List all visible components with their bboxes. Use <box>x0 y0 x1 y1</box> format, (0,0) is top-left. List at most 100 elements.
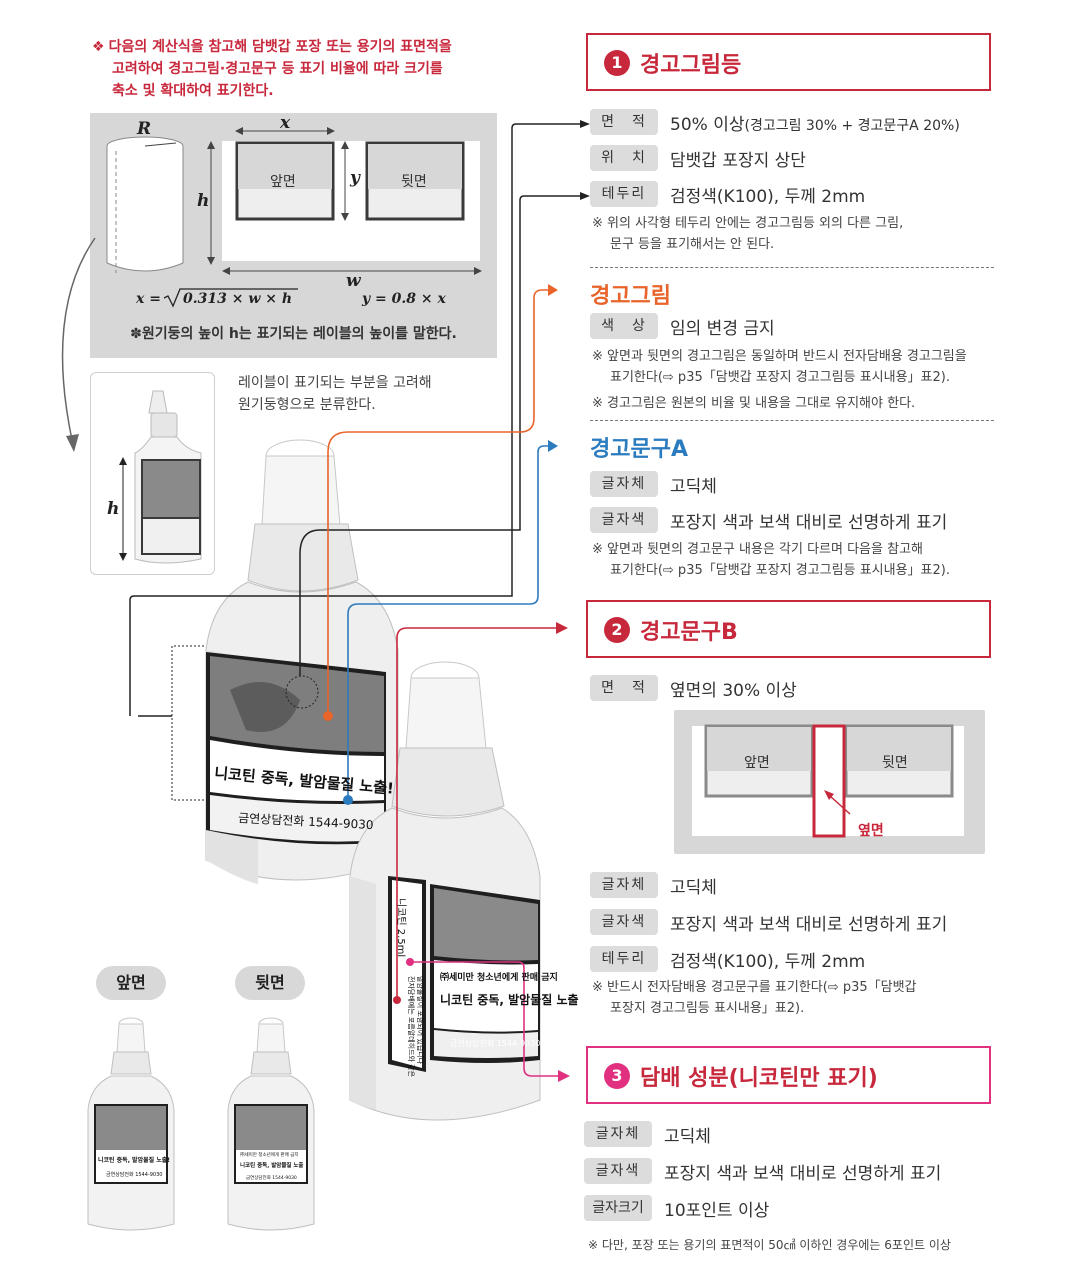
sec2-note-line-2: 포장지 경고그림등 표시내용」표2). <box>610 1001 805 1016</box>
warn-a-value-color: 포장지 색과 보색 대비로 선명하게 표기 <box>670 512 948 533</box>
sec3-value-font: 고딕체 <box>664 1126 711 1147</box>
formula-x-left: x = <box>136 291 161 307</box>
sec3-tag-size: 글자크기 <box>584 1195 652 1221</box>
diamond-bullet-icon: ❖ <box>92 39 105 55</box>
mini-caption: 레이블이 표기되는 부분을 고려해 원기둥형으로 분류한다. <box>238 372 498 416</box>
small-back-warning-1: ㈜세미만 청소년에게 판매 금지 <box>240 1151 298 1158</box>
back-view-label: 뒷면 <box>235 966 305 1000</box>
sec1-tag-border: 테두리 <box>590 181 658 207</box>
var-y: y <box>350 168 360 188</box>
sec2-note: ※ 반드시 전자담배용 경고문구를 표기한다(⇨ p35「담뱃갑 포장지 경고그… <box>592 977 1012 1019</box>
sec1-value-position: 담뱃갑 포장지 상단 <box>670 150 806 171</box>
rear-bottle-back-2: 니코틴 중독, 발암물질 노출 <box>440 992 579 1007</box>
sec1-note-line-2: 문구 등을 표기해서는 안 된다. <box>610 237 775 252</box>
formula-diagram <box>106 127 482 308</box>
mini-bottle-illustration <box>119 390 202 564</box>
sec1-tag-position: 위 치 <box>590 145 658 171</box>
sec1-value-area-sub: (경고그림 30% + 경고문구A 20%) <box>744 117 960 134</box>
formula-note: ✽원기둥의 높이 h는 표기되는 레이블의 높이를 말한다. <box>130 326 457 342</box>
warn-image-value-color: 임의 변경 금지 <box>670 318 775 339</box>
sec3-note: ※ 다만, 포장 또는 용기의 표면적이 50㎠ 이하인 경우에는 6포인트 이… <box>588 1238 951 1252</box>
sec2-value-font: 고딕체 <box>670 877 717 898</box>
section-2-header: 2 경고문구B <box>586 600 991 658</box>
warn-image-note-2: ※ 경고그림은 원본의 비율 및 내용을 그대로 유지해야 한다. <box>592 396 916 411</box>
sec1-note-line-1: ※ 위의 사각형 테두리 안에는 경고그림등 외의 다른 그림, <box>592 216 904 231</box>
intro-line-1: 다음의 계산식을 참고해 담뱃갑 포장 또는 용기의 표면적을 <box>108 39 452 55</box>
sec1-note: ※ 위의 사각형 테두리 안에는 경고그림등 외의 다른 그림, 문구 등을 표… <box>592 213 1012 255</box>
sec2-tag-area: 면 적 <box>590 675 658 701</box>
small-back-bottle <box>227 1017 315 1231</box>
intro-line-2: 고려하여 경고그림·경고문구 등 표기 비율에 따라 크기를 <box>112 61 443 77</box>
warn-a-tag-color: 글자색 <box>590 507 658 533</box>
warning-text-a-title: 경고문구A <box>590 437 688 462</box>
sec1-value-area-main: 50% 이상 <box>670 114 745 135</box>
sec1-row-position: 위 치 담뱃갑 포장지 상단 <box>590 145 806 171</box>
back-panel-label: 뒷면 <box>401 174 427 190</box>
section-1-title: 경고그림등 <box>640 53 742 78</box>
sec3-tag-font: 글자체 <box>584 1121 652 1147</box>
var-r: R <box>137 119 152 139</box>
side-diagram-back: 뒷면 <box>882 755 908 771</box>
sec2-value-area: 옆면의 30% 이상 <box>670 680 797 701</box>
sec2-tag-border: 테두리 <box>590 946 658 972</box>
section-3-title: 담배 성분(니코틴만 표기) <box>640 1066 878 1091</box>
front-bottle <box>205 439 399 884</box>
warn-a-note-line-1: ※ 앞면과 뒷면의 경고문구 내용은 각기 다르며 다음을 참고해 <box>592 542 923 557</box>
mini-bottle-box: h <box>90 372 215 575</box>
section-3-number: 3 <box>604 1063 630 1089</box>
rear-bottle-back-3: 금연상담전화 1544-9030 <box>450 1038 540 1048</box>
small-front-warning-2: 금연상담전화 1544-9030 <box>106 1171 162 1178</box>
sec3-row-font: 글자체 고딕체 <box>584 1121 711 1147</box>
var-x: x <box>280 113 291 133</box>
sec3-tag-color: 글자색 <box>584 1158 652 1184</box>
front-view-label: 앞면 <box>96 966 166 1000</box>
warn-image-row-color: 색 상 임의 변경 금지 <box>590 313 775 339</box>
mini-caption-line-1: 레이블이 표기되는 부분을 고려해 <box>238 375 432 391</box>
sec2-row-border: 테두리 검정색(K100), 두께 2mm <box>590 946 865 972</box>
sec1-value-area: 50% 이상(경고그림 30% + 경고문구A 20%) <box>670 110 960 135</box>
rear-bottle-back-1: ㈜세미만 청소년에게 판매 금지 <box>440 971 558 983</box>
warn-image-tag-color: 색 상 <box>590 313 658 339</box>
warning-image-title: 경고그림 <box>590 284 671 309</box>
section-3-header: 3 담배 성분(니코틴만 표기) <box>586 1046 991 1104</box>
sec2-tag-color: 글자색 <box>590 909 658 935</box>
rear-bottle-side-text-2: 전자담배에는 포름알데히드와 같은 <box>407 976 416 1078</box>
side-diagram: 앞면 뒷면 옆면 <box>674 710 985 854</box>
sec1-value-border: 검정색(K100), 두께 2mm <box>670 186 866 207</box>
warn-a-row-color: 글자색 포장지 색과 보색 대비로 선명하게 표기 <box>590 507 947 533</box>
sec2-value-color: 포장지 색과 보색 대비로 선명하게 표기 <box>670 914 948 935</box>
warn-a-value-font: 고딕체 <box>670 476 717 497</box>
section-1-number: 1 <box>604 50 630 76</box>
sec3-value-color: 포장지 색과 보색 대비로 선명하게 표기 <box>664 1163 942 1184</box>
small-front-bottle <box>87 1017 175 1231</box>
formula-x-right: 0.313 × w × h <box>183 291 293 307</box>
divider-1 <box>590 267 994 268</box>
divider-2 <box>590 420 994 421</box>
sec3-row-size: 글자크기 10포인트 이상 <box>584 1195 769 1221</box>
warn-image-note-1: ※ 앞면과 뒷면의 경고그림은 동일하며 반드시 전자담배용 경고그림을 표기한… <box>592 346 1012 388</box>
rear-bottle-side-text-3: 발암물질이 포함되어 있습니다 <box>416 976 425 1065</box>
sec2-row-color: 글자색 포장지 색과 보색 대비로 선명하게 표기 <box>590 909 947 935</box>
warn-a-note-line-2: 표기한다(⇨ p35「담뱃갑 포장지 경고그림등 표시내용」표2). <box>610 563 950 578</box>
section-2-number: 2 <box>604 617 630 643</box>
sec2-value-border: 검정색(K100), 두께 2mm <box>670 951 866 972</box>
warn-image-note-1-line-2: 표기한다(⇨ p35「담뱃갑 포장지 경고그림등 표시내용」표2). <box>610 370 950 385</box>
formula-box: R h x y w 앞면 뒷면 x = 0.313 × w × h y = 0.… <box>90 113 497 358</box>
section-2-title: 경고문구B <box>640 620 738 645</box>
rear-bottle-side-text-1: 니코틴 2.5ml <box>395 898 407 957</box>
warn-image-note-1-line-1: ※ 앞면과 뒷면의 경고그림은 동일하며 반드시 전자담배용 경고그림을 <box>592 349 967 364</box>
intro-note: ❖다음의 계산식을 참고해 담뱃갑 포장 또는 용기의 표면적을 고려하여 경고… <box>92 36 512 102</box>
warn-a-note: ※ 앞면과 뒷면의 경고문구 내용은 각기 다르며 다음을 참고해 표기한다(⇨… <box>592 539 1012 581</box>
sec1-row-area: 면 적 50% 이상(경고그림 30% + 경고문구A 20%) <box>590 109 960 135</box>
sec1-tag-area: 면 적 <box>590 109 658 135</box>
warn-a-tag-font: 글자체 <box>590 471 658 497</box>
side-diagram-side: 옆면 <box>858 823 884 839</box>
sec2-note-line-1: ※ 반드시 전자담배용 경고문구를 표기한다(⇨ p35「담뱃갑 <box>592 980 917 995</box>
curved-arrow-icon <box>61 237 96 452</box>
sec2-tag-font: 글자체 <box>590 872 658 898</box>
var-h: h <box>197 191 210 211</box>
sec3-row-color: 글자색 포장지 색과 보색 대비로 선명하게 표기 <box>584 1158 941 1184</box>
var-w: w <box>346 271 361 291</box>
mini-var-h: h <box>107 499 120 519</box>
